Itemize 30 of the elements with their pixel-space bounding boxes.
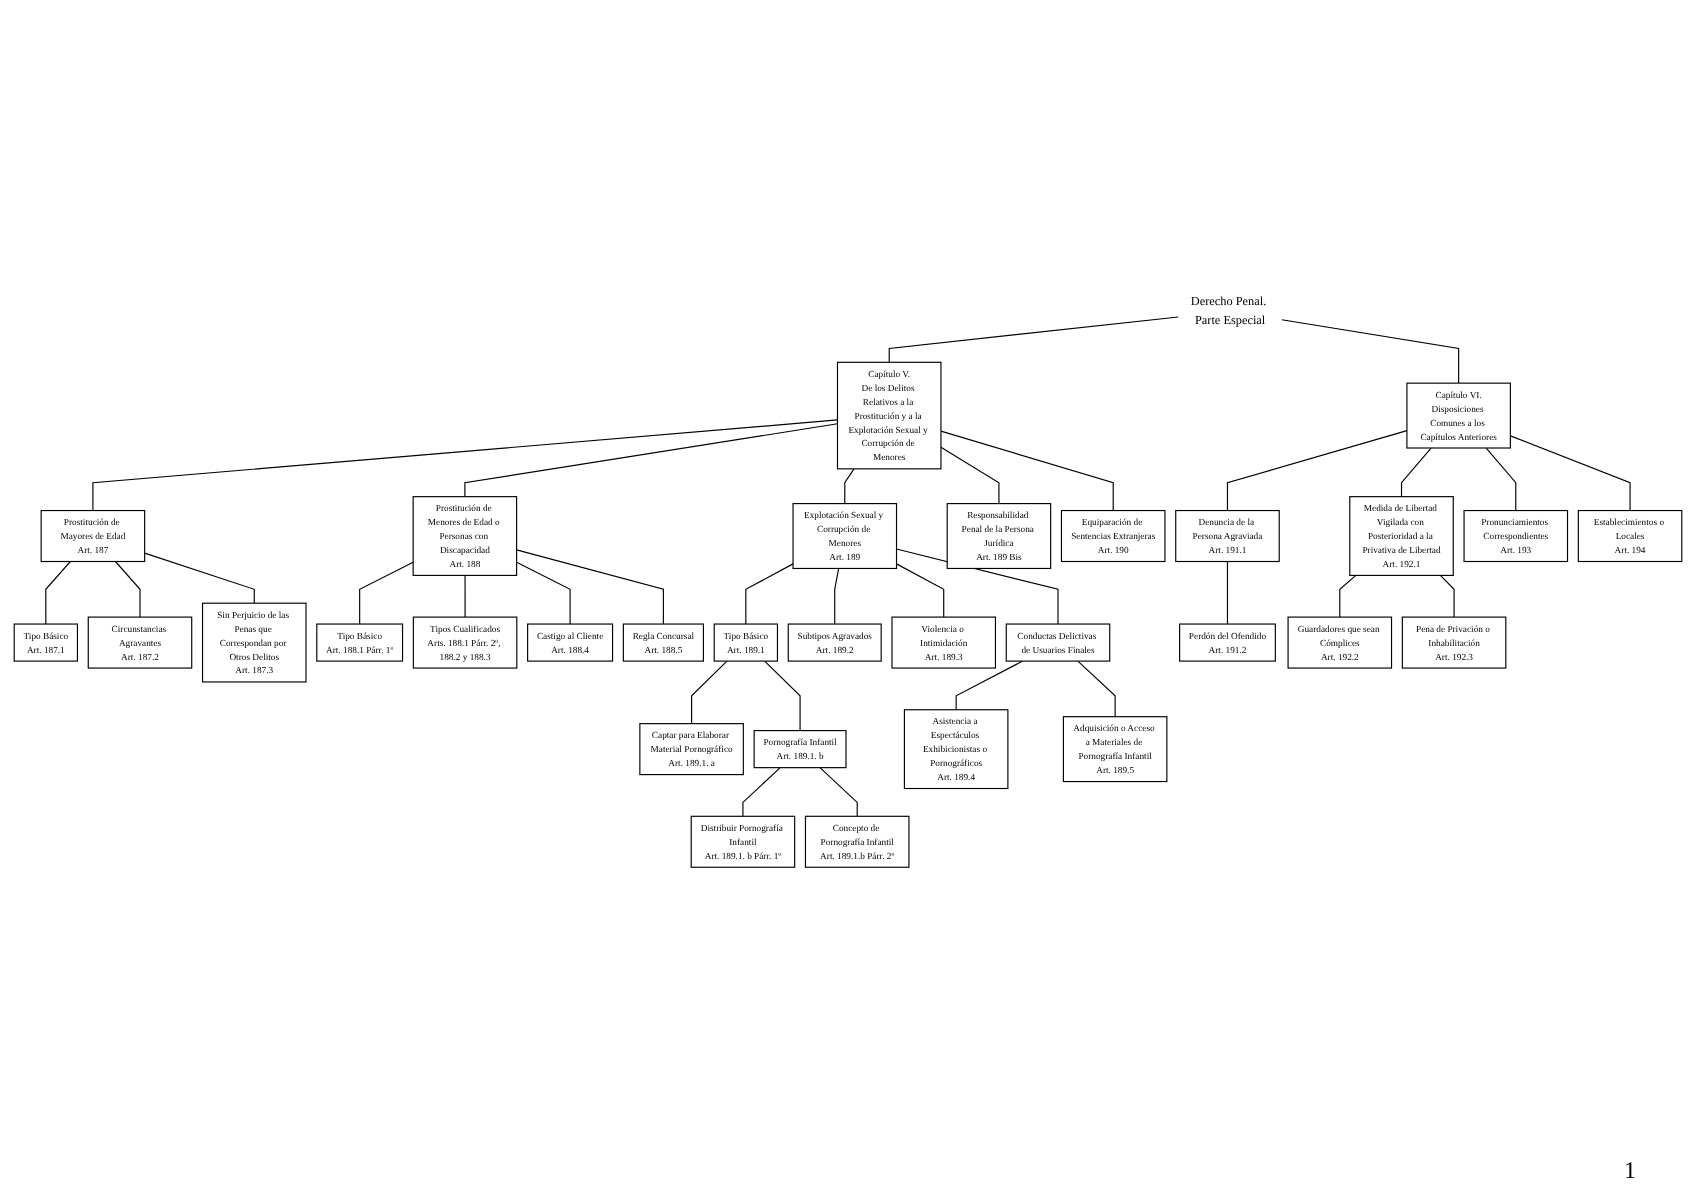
connector (888, 316, 1179, 364)
connector (144, 552, 255, 605)
connector (1339, 575, 1357, 618)
connector (464, 423, 839, 498)
connector (940, 430, 1114, 512)
connector (1281, 319, 1460, 384)
connector (1439, 575, 1455, 618)
connector (1400, 447, 1432, 498)
connector (45, 561, 71, 625)
connector (1077, 660, 1116, 718)
connector (1485, 447, 1517, 512)
page-number: 1 (1624, 1156, 1636, 1184)
connector (819, 767, 858, 818)
connector (516, 561, 571, 625)
connector (1226, 561, 1229, 625)
connector (955, 660, 1024, 711)
connector (844, 468, 855, 505)
connector (359, 561, 414, 625)
connector (742, 767, 781, 818)
connector (834, 568, 840, 625)
connector (1509, 435, 1631, 512)
connector (464, 575, 466, 618)
connector (516, 549, 664, 625)
connector (940, 446, 1000, 505)
connector (764, 660, 801, 732)
connector (691, 660, 728, 725)
connector (1226, 430, 1408, 512)
connector (895, 563, 945, 618)
connector (92, 419, 839, 512)
connector (114, 561, 141, 618)
